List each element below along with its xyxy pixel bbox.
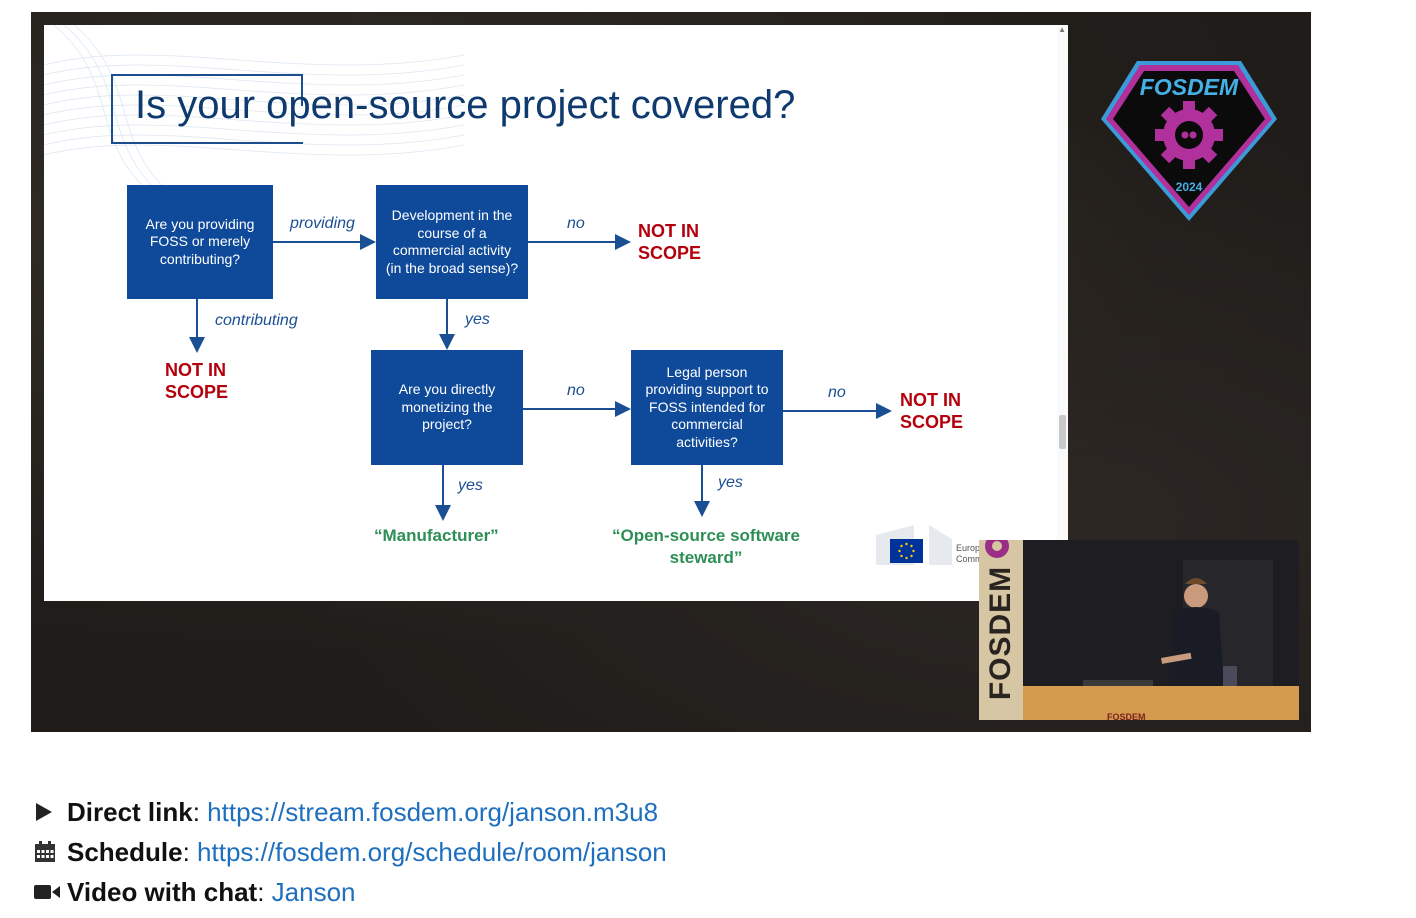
- outcome-line: SCOPE: [638, 243, 702, 263]
- fosdem-badge-logo: FOSDEM 2024: [1101, 61, 1277, 221]
- edge-label-yes: yes: [458, 477, 483, 494]
- flow-box-providing: Are you providing FOSS or merely contrib…: [127, 185, 273, 299]
- outcome-line: steward”: [669, 548, 743, 567]
- outcome-line: “Open-source software: [612, 526, 800, 545]
- edge-label-yes: yes: [718, 474, 743, 491]
- info-colon: :: [182, 836, 198, 867]
- title-bracket: [111, 74, 303, 144]
- speaker-camera-inset: FOSDEM FOSDEM: [979, 540, 1299, 720]
- edge-label-yes: yes: [465, 311, 490, 328]
- fosdem-banner: FOSDEM: [979, 540, 1023, 720]
- info-label: Video with chat: [67, 876, 258, 907]
- flow-box-commercial: Development in the course of a commercia…: [376, 185, 528, 299]
- calendar-icon: [34, 841, 67, 863]
- slide-scrollbar[interactable]: ▲: [1057, 25, 1068, 601]
- banner-text: FOSDEM: [984, 565, 1017, 701]
- direct-link[interactable]: https://stream.fosdem.org/janson.m3u8: [207, 796, 659, 827]
- ec-logo-line: Europ: [956, 543, 981, 553]
- gear-icon: [1155, 101, 1223, 169]
- list-item: Direct link: https://stream.fosdem.org/j…: [34, 792, 667, 832]
- video-camera-icon: [34, 883, 67, 901]
- outcome-not-in-scope: NOT IN SCOPE: [900, 389, 963, 433]
- presentation-slide: Is your open-source project covered? Are…: [44, 25, 1068, 601]
- outcome-line: NOT IN: [638, 221, 699, 241]
- stream-info-list: Direct link: https://stream.fosdem.org/j…: [34, 792, 667, 912]
- outcome-manufacturer: “Manufacturer”: [374, 526, 499, 545]
- edge-label-no: no: [567, 215, 585, 232]
- ec-logo-line: Comm: [956, 554, 983, 564]
- list-item: Video with chat: Janson: [34, 872, 667, 912]
- outcome-line: NOT IN: [165, 360, 226, 380]
- flow-box-legal-person: Legal person providing support to FOSS i…: [631, 350, 783, 465]
- info-label: Direct link: [67, 796, 193, 827]
- badge-year: 2024: [1176, 180, 1203, 194]
- edge-label-no: no: [828, 384, 846, 401]
- flow-box-monetizing: Are you directly monetizing the project?: [371, 350, 523, 465]
- info-colon: :: [192, 796, 208, 827]
- badge-name: FOSDEM: [1140, 74, 1239, 100]
- edge-label-contributing: contributing: [215, 312, 298, 329]
- speaker-desk: [1023, 686, 1299, 720]
- ec-logo-text: Europ Comm: [956, 543, 983, 565]
- info-colon: :: [257, 876, 272, 907]
- video-chat-link[interactable]: Janson: [271, 876, 356, 907]
- outcome-steward: “Open-source software steward”: [601, 525, 811, 569]
- edge-label-providing: providing: [290, 215, 355, 232]
- outcome-not-in-scope: NOT IN SCOPE: [638, 220, 701, 264]
- play-icon: [34, 801, 67, 823]
- gear-icon: [985, 540, 1009, 558]
- edge-label-no: no: [567, 382, 585, 399]
- scrollbar-thumb[interactable]: [1059, 415, 1066, 449]
- desk-text: FOSDEM: [1107, 712, 1146, 720]
- outcome-line: NOT IN: [900, 390, 961, 410]
- schedule-link[interactable]: https://fosdem.org/schedule/room/janson: [197, 836, 667, 867]
- list-item: Schedule: https://fosdem.org/schedule/ro…: [34, 832, 667, 872]
- info-label: Schedule: [67, 836, 183, 867]
- eu-flag-icon: [890, 539, 923, 563]
- video-player[interactable]: Is your open-source project covered? Are…: [31, 12, 1311, 732]
- outcome-line: SCOPE: [165, 382, 229, 402]
- slide-title: Is your open-source project covered?: [135, 83, 796, 127]
- outcome-not-in-scope: NOT IN SCOPE: [165, 359, 228, 403]
- speaker-figure: [1083, 560, 1273, 702]
- scroll-up-icon[interactable]: ▲: [1058, 25, 1066, 34]
- outcome-line: SCOPE: [900, 412, 964, 432]
